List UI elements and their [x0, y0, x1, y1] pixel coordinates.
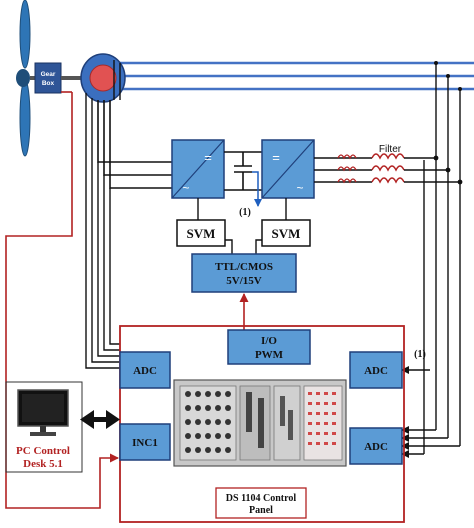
panel-label-2: Panel [249, 505, 273, 516]
adc-left-label: ADC [133, 365, 157, 377]
gearbox-label-2: Box [42, 80, 55, 87]
generator-measurement-wires [85, 93, 120, 369]
rectifier-ac-symbol: ~ [182, 181, 189, 195]
grid-vertical-connections [435, 63, 461, 446]
svm-left-block: SVM [176, 219, 226, 247]
io-label-2: PWM [255, 349, 284, 361]
rectifier-block: = ~ [171, 139, 225, 199]
adc-marker-label: (1) [414, 349, 426, 360]
adc-right-top-label: ADC [364, 365, 388, 377]
pc-label-2: Desk 5.1 [23, 458, 63, 470]
adc-left-block: ADC [119, 351, 171, 389]
io-label-1: I/O [261, 335, 277, 347]
generator-to-rectifier-wires [97, 100, 172, 189]
gearbox: Gear Box [34, 62, 62, 94]
controller-board-icon [173, 379, 347, 467]
svm-left-label: SVM [187, 226, 216, 241]
ttl-label-2: 5V/15V [226, 275, 262, 287]
ttl-label-1: TTL/CMOS [215, 261, 273, 273]
gearbox-label-1: Gear [41, 71, 56, 78]
adc-right-bottom-block: ADC [349, 427, 403, 465]
inverter-output-lines [314, 157, 372, 183]
svm-right-label: SVM [272, 226, 301, 241]
io-pwm-block: I/O PWM [227, 329, 311, 365]
generator-top-connectors [113, 60, 121, 100]
monitor-icon [17, 389, 69, 436]
inverter-dc-symbol: = [272, 150, 280, 165]
inductor-coil-icon [371, 153, 405, 184]
adc-right-bottom-label: ADC [364, 441, 388, 453]
filter-label: Filter [379, 144, 402, 155]
pc-frame [5, 381, 83, 473]
inverter-block: = ~ [261, 139, 315, 199]
inc1-block: INC1 [119, 423, 171, 461]
svm-to-converter-links [197, 198, 287, 254]
inc1-label: INC1 [132, 437, 158, 449]
encoder-feedback-wire [5, 92, 119, 509]
inverter-ac-symbol: ~ [296, 181, 303, 195]
dc-marker-label: (1) [239, 207, 251, 218]
adc-right-top-block: ADC [349, 351, 403, 389]
inverter-output-coils [337, 154, 357, 184]
svm-right-block: SVM [261, 219, 311, 247]
ttl-cmos-block: TTL/CMOS 5V/15V [191, 253, 297, 293]
pc-panel-link-arrow [80, 410, 120, 429]
ds1104-panel-label: DS 1104 Control Panel [215, 487, 307, 519]
grid-bus-lines [118, 61, 474, 91]
dc-voltage-arrow [252, 171, 262, 207]
filter-to-grid-lines [404, 157, 460, 183]
generator-icon [80, 53, 126, 103]
capacitor-icon [234, 152, 252, 190]
right-adc-input-arrows [401, 160, 460, 458]
rectifier-dc-symbol: = [204, 150, 212, 165]
pc-label-1: PC Control [16, 445, 70, 457]
panel-label-1: DS 1104 Control [226, 493, 297, 504]
